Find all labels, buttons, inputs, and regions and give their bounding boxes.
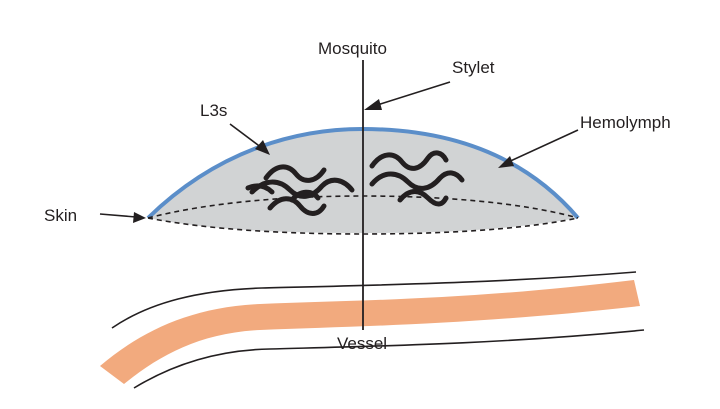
l3s-pointer bbox=[229, 123, 270, 155]
stylet-label: Stylet bbox=[452, 58, 495, 77]
vessel-outer-wall-top bbox=[111, 271, 637, 329]
l3-larva bbox=[267, 196, 327, 216]
skin-surface-front bbox=[147, 217, 579, 235]
mosquito-label: Mosquito bbox=[318, 39, 387, 58]
skin-label: Skin bbox=[44, 206, 77, 225]
l3-larvae-right-cluster bbox=[369, 150, 465, 207]
l3-larva bbox=[245, 183, 275, 195]
skin-surface-back bbox=[147, 195, 579, 219]
vessel-outer-wall-bottom bbox=[133, 329, 645, 389]
hemolymph-label: Hemolymph bbox=[580, 113, 671, 132]
hemolymph-outline bbox=[146, 126, 580, 220]
l3-larva bbox=[369, 170, 465, 191]
hemolymph-pointer bbox=[498, 129, 579, 168]
blood-vessel bbox=[100, 280, 640, 384]
vessel-label: Vessel bbox=[337, 334, 387, 353]
stylet-pointer bbox=[364, 81, 451, 110]
l3-larvae-left-cluster bbox=[245, 164, 355, 216]
l3-larva bbox=[397, 189, 449, 207]
skin-pointer bbox=[99, 212, 146, 223]
l3-larva bbox=[263, 164, 327, 183]
l3s-label: L3s bbox=[200, 101, 227, 120]
l3-larva bbox=[249, 177, 355, 199]
l3-larva bbox=[289, 189, 321, 203]
l3-larva bbox=[369, 150, 449, 171]
